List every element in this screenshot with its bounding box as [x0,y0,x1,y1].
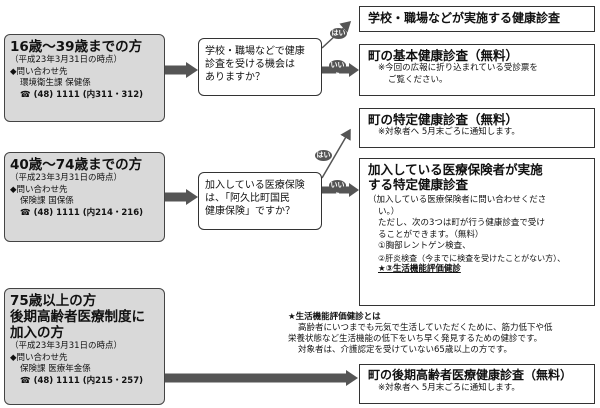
result-insurer-checkup: 加入している医療保険者が実施 する特定健康診査 （加入している医療保険者に問い合… [359,158,595,306]
question-line: 学校・職場などで健康 [205,46,305,57]
result-note: ★③生活機能評価健診 [378,264,461,274]
group-title-line1: 75歳以上の方 [10,293,97,309]
result-note: ることができます。（無料） [378,229,484,240]
contact-label: ◆問い合わせ先 [10,66,68,77]
result-specific-checkup: 町の特定健康診査（無料） ※対象者へ 5月末ごろに通知します。 [359,108,595,148]
footnote-title: ★生活機能評価健診とは [288,312,381,322]
phone-number: (48) 1111 (内311・312) [33,89,143,100]
group-75-plus: 75歳以上の方 後期高齢者医療制度に 加入の方 （平成23年3月31日の時点） … [4,288,165,405]
phone-icon: ☎ [20,207,31,218]
result-note: ※対象者へ 5月末ごろに通知します。 [378,127,520,137]
result-note: ①胸部レントゲン検査、 [378,241,471,251]
result-title: 学校・職場などが実施する健康診査 [368,11,561,25]
phone-number: (48) 1111 (内215・257) [33,375,143,386]
question-line: 健康保険」ですか？ [205,206,295,217]
group-16-39: 16歳〜39歳までの方 （平成23年3月31日の時点） ◆問い合わせ先 環境衛生… [4,34,165,122]
group-title-line3: 加入の方 [10,325,64,341]
result-basic-checkup: 町の基本健康診査（無料） ※今回の広報に折り込まれている受診票を ご覧ください。 [359,44,595,96]
as-of-date: （平成23年3月31日の時点） [10,341,123,351]
result-note: （加入している医療保険者に問い合わせくださ [368,195,547,205]
group-title-line2: 後期高齢者医療制度に [10,309,145,325]
contact-dept: 保険課 医療年金係 [20,364,91,374]
result-note: ただし、次の3つは町が行う健康診査で受け [378,218,545,228]
result-note: ②肝炎検査（今までに検査を受けたことがない方）、 [378,253,566,263]
footnote-line: 高齢者にいつまでも元気で生活していただくために、筋力低下や低 [298,323,553,333]
result-note: ご覧ください。 [388,74,448,85]
result-note: ※対象者へ 5月末ごろに通知します。 [378,383,520,393]
phone-number: (48) 1111 (内214・216) [33,207,143,218]
question-checkup-opportunity: 学校・職場などで健康 診査を受ける機会は ありますか？ [198,38,322,96]
footnote-line: 栄養状態など生活機能の低下をいち早く発見するための健診です。 [288,334,543,344]
phone-icon: ☎ [20,375,31,386]
result-title: 町の特定健康診査（無料） [368,112,519,127]
question-line: は、「阿久比町国民 [205,193,290,204]
result-elderly-checkup: 町の後期高齢者医療健康診査（無料） ※対象者へ 5月末ごろに通知します。 [359,364,595,404]
result-school-work-checkup: 学校・職場などが実施する健康診査 [359,6,595,32]
question-insurance-type: 加入している医療保険 は、「阿久比町国民 健康保険」ですか？ [198,172,322,230]
result-note: ※今回の広報に折り込まれている受診票を [378,63,538,73]
question-line: 診査を受ける機会は [205,59,295,70]
no-tag-q1: いいえ [329,60,346,80]
contact-dept: 環境衛生課 保健係 [20,78,91,88]
arrow-q2-yes [321,128,351,179]
yes-tag-q1: はい [330,28,347,39]
result-title: 町の後期高齢者医療健康診査（無料） [368,368,573,382]
group-title: 16歳〜39歳までの方 [10,39,143,55]
group-title: 40歳〜74歳までの方 [10,157,143,173]
result-title: 加入している医療保険者が実施 [368,162,543,177]
contact-dept: 保険課 国保係 [20,196,74,206]
as-of-date: （平成23年3月31日の時点） [10,173,123,183]
footnote-line: 対象者は、介護認定を受けていない65歳以上の方です。 [298,345,512,355]
result-note: い。） [378,206,400,217]
contact-label: ◆問い合わせ先 [10,352,68,363]
result-title: する特定健康診査 [368,177,469,192]
result-title: 町の基本健康診査（無料） [368,48,519,63]
no-tag-q2: いいえ [329,180,346,200]
contact-phone: ☎ (48) 1111 (内215・257) [10,376,159,388]
phone-icon: ☎ [20,89,31,100]
contact-phone: ☎ (48) 1111 (内311・312) [10,90,159,102]
question-line: ありますか？ [205,72,265,83]
contact-label: ◆問い合わせ先 [10,184,68,195]
footnote-life-function-checkup: ★生活機能評価健診とは 高齢者にいつまでも元気で生活していただくために、筋力低下… [288,312,598,356]
group-40-74: 40歳〜74歳までの方 （平成23年3月31日の時点） ◆問い合わせ先 保険課 … [4,152,165,242]
question-line: 加入している医療保険 [205,180,305,191]
as-of-date: （平成23年3月31日の時点） [10,55,123,65]
contact-phone: ☎ (48) 1111 (内214・216) [10,208,159,220]
yes-tag-q2: はい [315,150,332,161]
